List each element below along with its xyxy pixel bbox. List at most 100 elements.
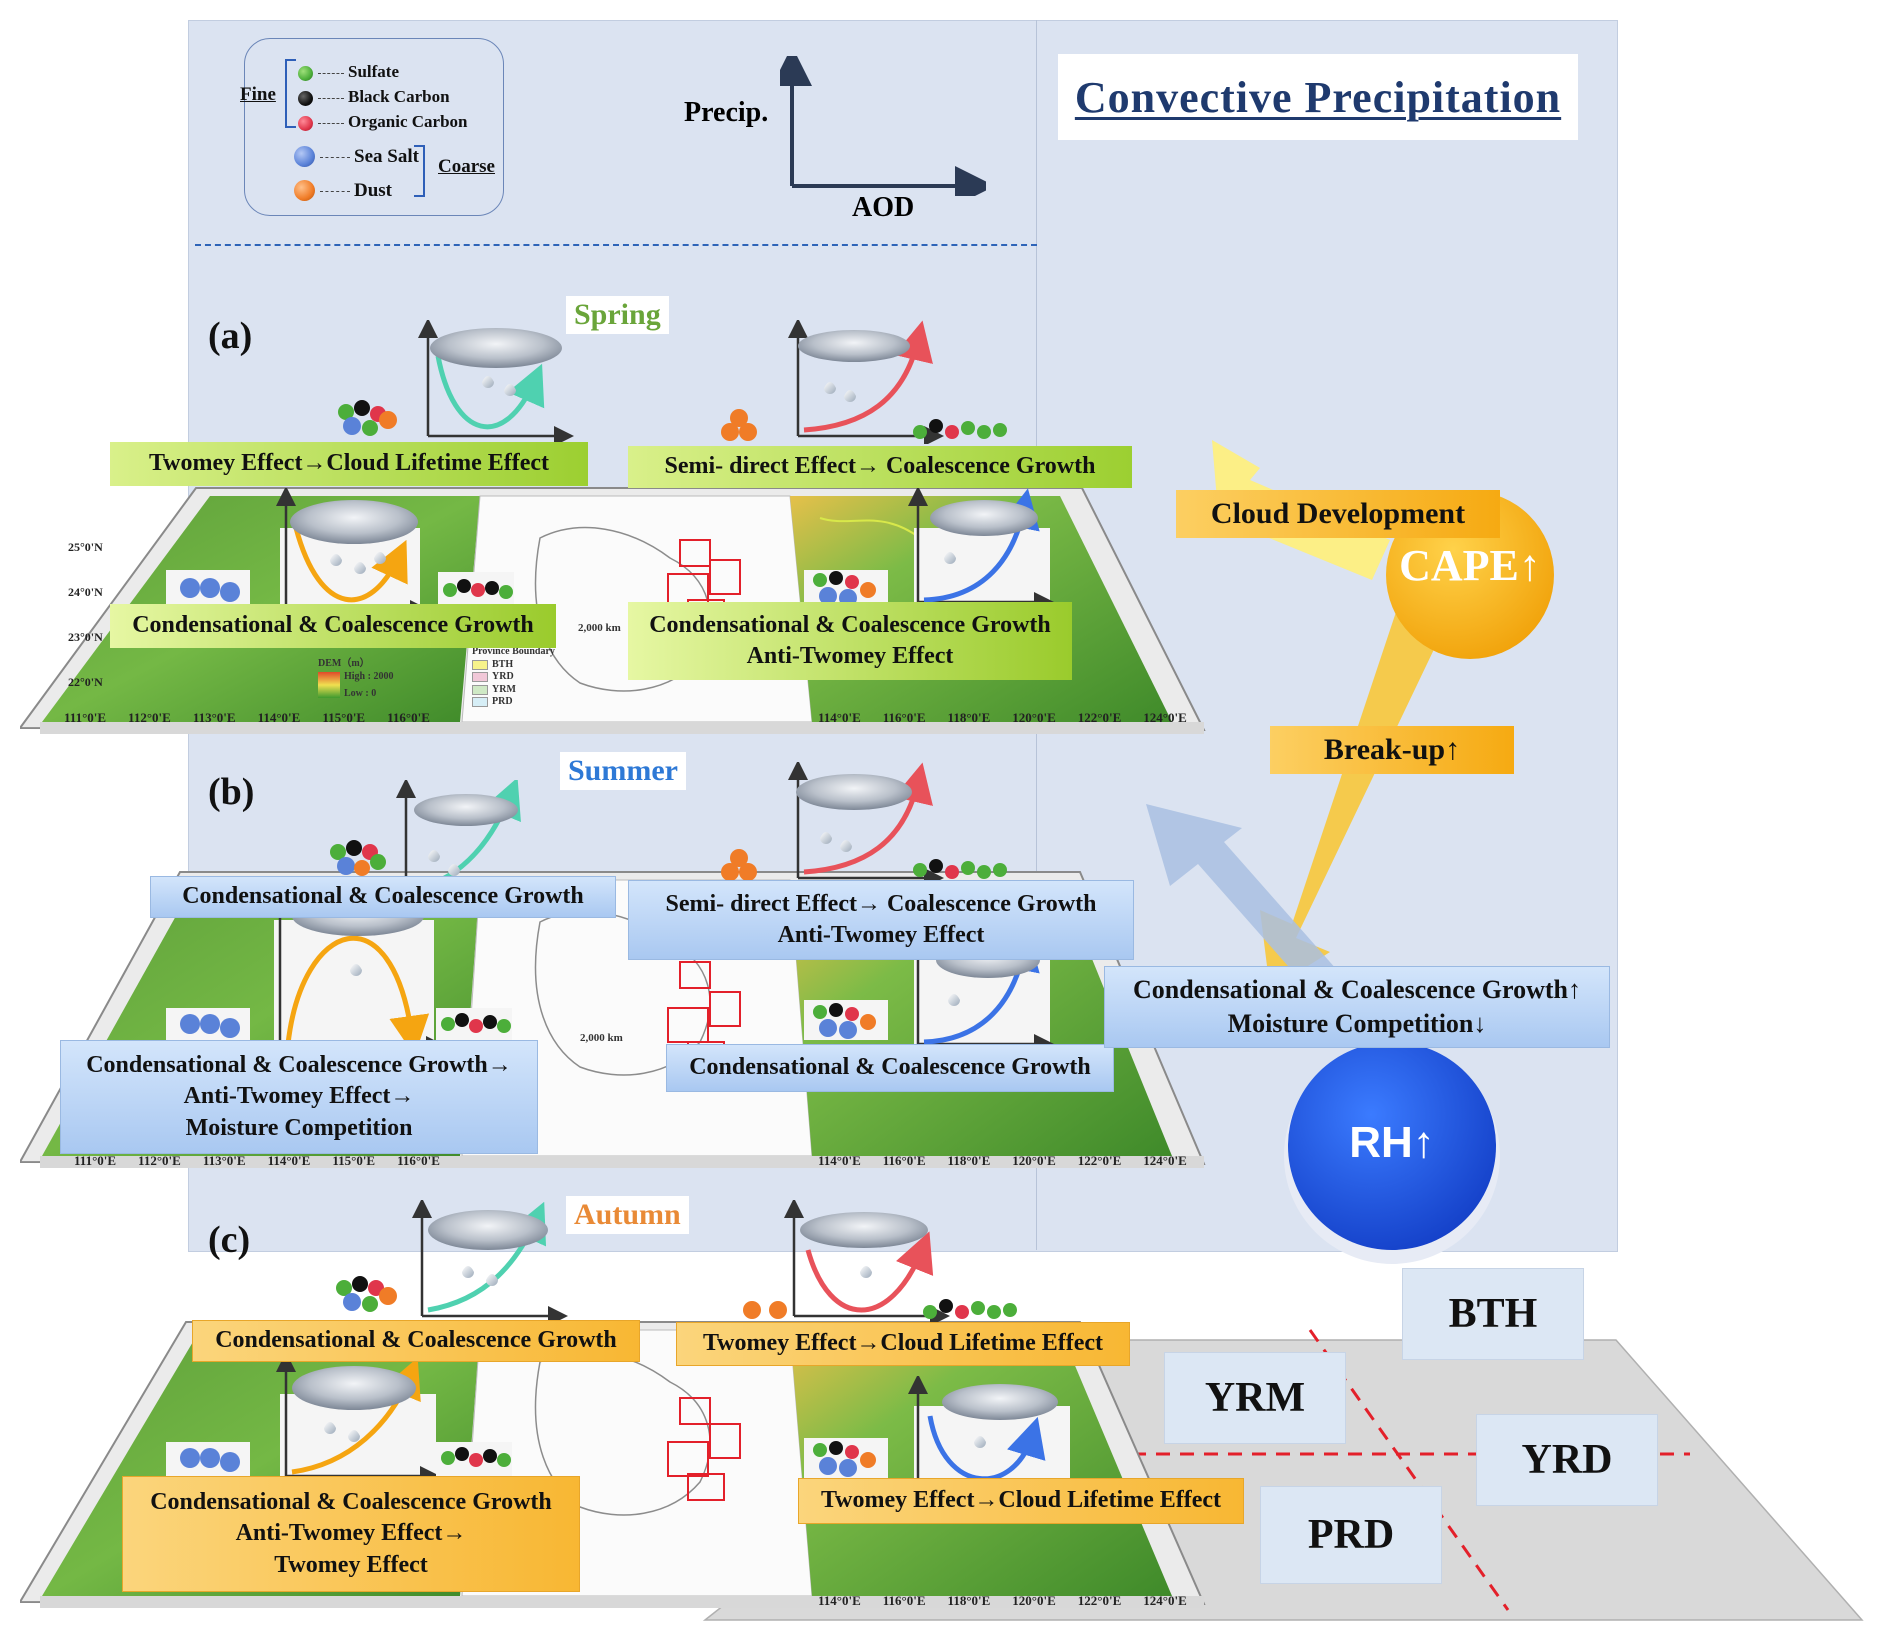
aerosol-legend (244, 38, 504, 216)
lon-tick: 116°0'E (397, 1153, 440, 1168)
label-text: Anti-Twomey Effect→ (235, 1520, 467, 1547)
cluster-mixed-spring-a (338, 400, 397, 436)
cluster-dust-autumn-b (743, 1301, 787, 1319)
label-text: Break-up↑ (1323, 733, 1461, 766)
lon-tick: 116°0'E (882, 1593, 926, 1608)
cluster-fine-autumn-c (436, 1442, 512, 1478)
spring-label-top-left: Twomey Effect→Cloud Lifetime Effect (110, 442, 588, 486)
lon-tick: 114°0'E (818, 1153, 861, 1168)
legend-arrow-line (320, 157, 350, 158)
lon-tick: 116°0'E (387, 710, 430, 725)
label-text: Condensational & Coalescence Growth (649, 611, 1051, 638)
region-legend: Province Boundary BTH YRD YRM PRD (472, 646, 555, 709)
panel-letter-a: (a) (208, 315, 253, 357)
cluster-mixed-summer-d (804, 1000, 888, 1040)
region-prd: PRD (1260, 1486, 1442, 1584)
lon-tick: 120°0'E (1012, 1153, 1056, 1168)
region-text: YRD (1521, 1437, 1613, 1483)
lon-ticks-left: 111°0'E 112°0'E 113°0'E 114°0'E 115°0'E … (64, 710, 430, 726)
plot-spring-topright (788, 320, 944, 444)
autumn-label-bottom-left: Condensational & Coalescence Growth Anti… (122, 1476, 580, 1592)
region-bth: BTH (1402, 1268, 1584, 1360)
lon-tick: 112°0'E (138, 1153, 181, 1168)
label-text: Twomey Effect→Cloud Lifetime Effect (820, 1487, 1222, 1514)
label-text: Semi- direct Effect→ Coalescence Growth (665, 890, 1097, 917)
swatch (472, 659, 488, 670)
legend-item-black-carbon: Black Carbon (348, 87, 450, 106)
region-text: PRD (1307, 1512, 1395, 1558)
lon-tick: 124°0'E (1143, 1153, 1187, 1168)
cluster-dust-summer-b (721, 849, 757, 881)
lon-tick: 114°0'E (267, 1153, 311, 1168)
dem-legend: DEM（m） High : 2000 Low : 0 (318, 654, 393, 699)
label-text: Anti-Twomey Effect (777, 922, 985, 948)
lon-tick: 111°0'E (64, 710, 107, 725)
plot-autumn-topright (784, 1200, 950, 1324)
lon-ticks-right: 114°0'E 116°0'E 118°0'E 120°0'E 122°0'E … (818, 710, 1187, 726)
lon-tick: 120°0'E (1012, 710, 1056, 725)
plot-autumn-bottomright (908, 1376, 1074, 1492)
coarse-bracket (414, 145, 425, 197)
label-text: Semi- direct Effect→ Coalescence Growth (664, 453, 1096, 480)
lon-ticks-right-autumn: 114°0'E 116°0'E 118°0'E 120°0'E 122°0'E … (818, 1593, 1187, 1609)
dem-color-ramp (318, 672, 340, 698)
breakup-label: Break-up↑ (1270, 726, 1514, 774)
season-text: Autumn (574, 1198, 681, 1231)
cluster-seasalt-summer-c (166, 1008, 250, 1044)
region-yrm: YRM (1164, 1352, 1346, 1444)
label-text: Condensational & Coalescence Growth (215, 1327, 617, 1354)
legend-item-sea-salt: Sea Salt (354, 146, 419, 167)
axis-key-x-label: AOD (852, 192, 915, 223)
region-yrd: YRD (1476, 1414, 1658, 1506)
cluster-fine-autumn-b (923, 1299, 1017, 1319)
title-box: Convective Precipitation (1058, 54, 1578, 140)
lon-ticks-right-summer: 114°0'E 116°0'E 118°0'E 120°0'E 122°0'E … (818, 1153, 1187, 1169)
plot-summer-topright (788, 762, 944, 886)
fine-bracket (285, 59, 296, 128)
legend-item-sulfate: Sulfate (348, 62, 399, 81)
cloud-development-label: Cloud Development (1176, 490, 1500, 538)
panel-letter-c: (c) (208, 1219, 251, 1261)
rh-label: RH↑ (1349, 1118, 1435, 1167)
spring-label-bottom-right: Condensational & Coalescence Growth Anti… (628, 602, 1072, 680)
cluster-fine-spring-b (913, 419, 1007, 439)
scale-bar-spring: 2,000 km (578, 622, 621, 634)
summer-label-bottom-left: Condensational & Coalescence Growth→ Ant… (60, 1040, 538, 1154)
lon-tick: 116°0'E (882, 1153, 926, 1168)
lat-tick: 23°0'N (68, 630, 103, 644)
lat-tick: 24°0'N (68, 585, 103, 599)
page-title: Convective Precipitation (1074, 72, 1562, 122)
axis-key-y-label: Precip. (684, 97, 769, 128)
swatch (472, 672, 488, 683)
cluster-dust-spring-b (721, 409, 757, 441)
label-text: Condensational & Coalescence Growth (182, 883, 584, 910)
rh-effect-label: Condensational & Coalescence Growth↑ Moi… (1104, 966, 1610, 1048)
autumn-label-bottom-right: Twomey Effect→Cloud Lifetime Effect (798, 1478, 1244, 1524)
label-text: Anti-Twomey Effect→ (183, 1083, 415, 1110)
rh-circle-icon (1284, 1046, 1500, 1264)
cluster-seasalt-spring-c (166, 570, 250, 606)
summer-label-top-left: Condensational & Coalescence Growth (150, 876, 616, 918)
plot-autumn-topleft (412, 1200, 568, 1324)
lat-ticks-left: 22°0'N 23°0'N 24°0'N 25°0'N (68, 540, 103, 690)
swatch (472, 684, 488, 695)
autumn-label-top-left: Condensational & Coalescence Growth (192, 1320, 640, 1362)
spring-label-bottom-left: Condensational & Coalescence Growth (110, 604, 556, 648)
lon-tick: 115°0'E (322, 710, 366, 725)
lon-tick: 122°0'E (1077, 1593, 1122, 1608)
label-text: Condensational & Coalescence Growth (132, 612, 534, 639)
lon-tick: 118°0'E (947, 1153, 991, 1168)
spring-label-top-right: Semi- direct Effect→ Coalescence Growth (628, 446, 1132, 488)
label-text: Condensational & Coalescence Growth→ (86, 1052, 512, 1079)
label-text: Condensational & Coalescence Growth (689, 1054, 1091, 1081)
season-label-spring: Spring (566, 296, 669, 334)
label-text: Condensational & Coalescence Growth↑ (1132, 975, 1581, 1005)
legend-arrow-line (318, 73, 344, 74)
season-text: Spring (574, 298, 661, 331)
cluster-mixed-summer-a (330, 840, 386, 876)
cluster-mixed-spring-d (804, 570, 888, 608)
plot-spring-topleft (418, 320, 574, 444)
lat-tick: 22°0'N (68, 675, 103, 689)
lon-tick: 114°0'E (257, 710, 301, 725)
